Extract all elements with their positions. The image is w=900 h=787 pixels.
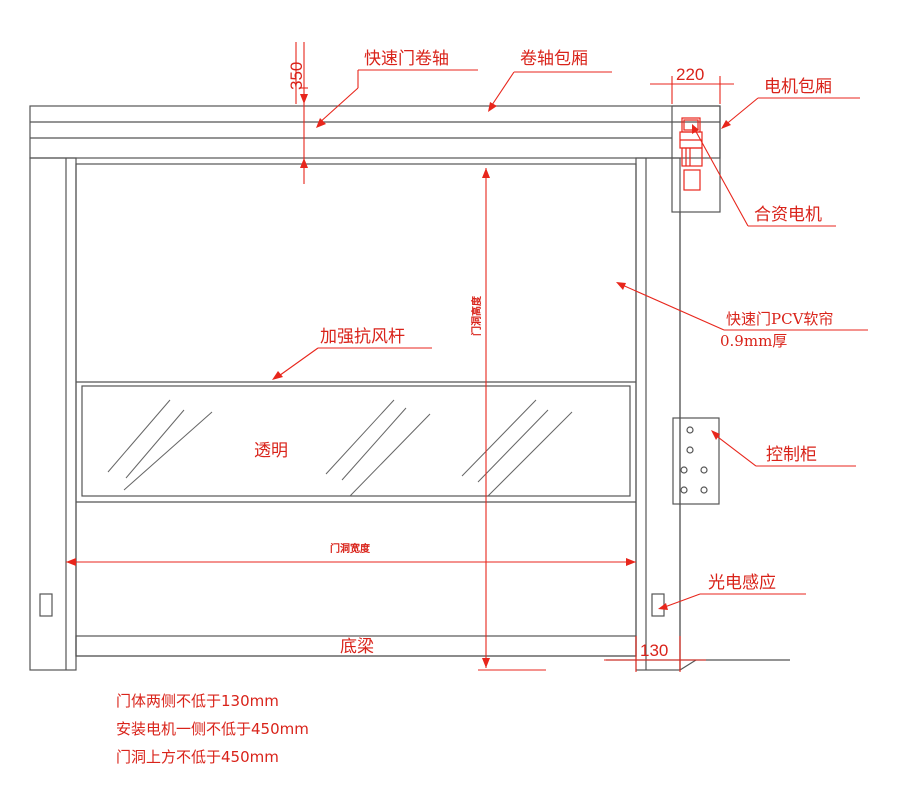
label-control-box: 控制柜: [766, 445, 817, 465]
label-transparent: 透明: [254, 441, 288, 461]
label-curtain: 快速门PCV软帘: [726, 310, 833, 328]
label-door-width: 门洞宽度: [330, 542, 371, 555]
motor-icon: [679, 117, 703, 191]
dimension-side: 130: [640, 641, 668, 660]
label-motor-box: 电机包厢: [764, 77, 832, 97]
left-column: [29, 157, 77, 671]
dimension-motor-box-width: 220: [676, 65, 704, 84]
label-shaft-box: 卷轴包厢: [520, 49, 588, 69]
right-photo-sensor: [651, 593, 665, 617]
transparent-window: [81, 385, 631, 497]
label-motor: 合资电机: [754, 205, 822, 225]
label-bottom-beam: 底梁: [340, 637, 374, 657]
shaft-box-outline: [29, 105, 721, 159]
note-line: 门体两侧不低于130mm: [116, 692, 279, 710]
label-photo-sensor: 光电感应: [708, 573, 776, 593]
label-wind-bar: 加强抗风杆: [320, 327, 405, 347]
right-column: [635, 157, 681, 671]
left-photo-sensor: [39, 593, 53, 617]
note-line: 门洞上方不低于450mm: [116, 748, 279, 766]
control-box: [672, 417, 720, 505]
label-roller-shaft: 快速门卷轴: [364, 49, 449, 69]
annotation-lines: [66, 42, 868, 672]
glass-reflections: [107, 399, 573, 497]
door-frame: [29, 105, 790, 671]
label-curtain-thickness: 0.9mm厚: [720, 332, 787, 350]
dimension-top: 350: [287, 62, 306, 90]
note-line: 安装电机一侧不低于450mm: [116, 720, 309, 738]
installation-notes: 门体两侧不低于130mm 安装电机一侧不低于450mm 门洞上方不低于450mm: [116, 692, 309, 766]
curtain-outline: [75, 163, 637, 657]
label-door-height: 门洞高度: [470, 295, 483, 336]
motor-box-outline: [671, 105, 721, 213]
